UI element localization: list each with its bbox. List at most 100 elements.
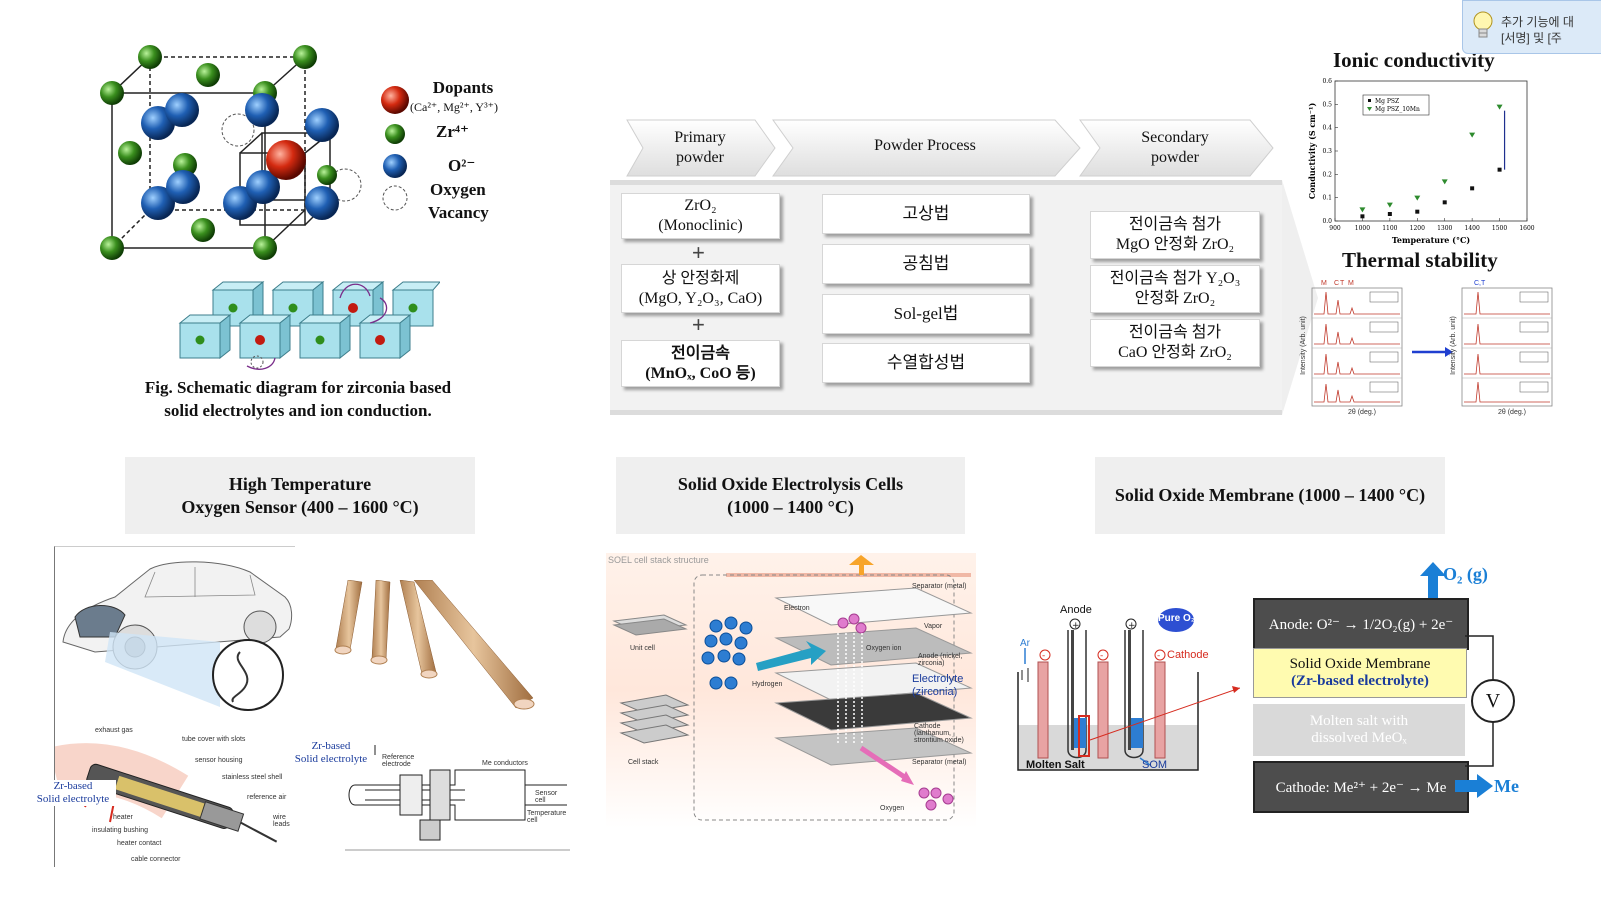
figure-caption-1: Fig. Schematic diagram for zirconia base… — [98, 378, 498, 398]
y-tick-label: 0.6 — [1322, 78, 1332, 85]
secondary-mgo-box: 전이금속 첨가 MgO 안정화 ZrO₂ — [1090, 211, 1260, 259]
fluorite-lattice — [90, 35, 380, 275]
label-wire-leads: wire leads — [273, 814, 293, 828]
zro2-label: ZrO₂ — [684, 196, 716, 216]
zr-label: Zr⁴⁺ — [436, 122, 469, 142]
anode-reaction-box: Anode: O²⁻ → 1/2O₂(g) + 2e⁻ — [1253, 598, 1469, 650]
x-tick-label: 1200 — [1410, 225, 1425, 232]
x-axis-label: Temperature (°C) — [1392, 235, 1470, 245]
x-tick-label: 1500 — [1492, 225, 1507, 232]
legend-label-mgpsz-10mn: Mg PSZ_10Mn — [1375, 106, 1420, 113]
dopant-legend-icon — [381, 86, 409, 114]
thermal-xlabel-left: 2θ (deg.) — [1348, 409, 1376, 416]
som-label: SOM — [1142, 759, 1167, 771]
sensor-schematic: Reference electrode Me conductors Sensor… — [345, 740, 570, 860]
x-tick-label: 1100 — [1382, 225, 1397, 232]
header-secondary-powder: Secondary powder — [1130, 128, 1220, 168]
peak-label-m1: M — [1321, 280, 1327, 287]
point-mgpsz — [1388, 212, 1392, 216]
y-tick-label: 0.0 — [1322, 218, 1332, 225]
voltmeter-circle: V — [1471, 679, 1515, 723]
vacancy-label-2: Vacancy — [428, 203, 489, 223]
method-coprecipitation-box: 공침법 — [822, 244, 1030, 284]
o-label: O²⁻ — [448, 156, 475, 176]
voltmeter-label: V — [1486, 690, 1500, 713]
label-temperature-cell: Temperature cell — [527, 810, 567, 824]
label-heater-contact: heater contact — [117, 840, 161, 847]
method-hydrothermal-box: 수열합성법 — [822, 343, 1030, 383]
stabilizer-oxides: (MgO, Y₂O₃, CaO) — [639, 289, 762, 309]
sensor-title-banner: High Temperature Oxygen Sensor (400 – 16… — [125, 457, 475, 534]
thermal-ylabel-left: Intensity (Arb. unit) — [1300, 316, 1307, 375]
secondary-cao-line1: 전이금속 첨가 — [1129, 323, 1221, 343]
label-me-conductors: Me conductors — [482, 760, 528, 767]
label-steel-shell: stainless steel shell — [222, 774, 282, 781]
me-label: Me — [1494, 776, 1519, 797]
tooltip-popup: 추가 기능에 대 [서명] 및 [주 — [1462, 0, 1601, 54]
label-cable-connector: cable connector — [131, 856, 180, 863]
label-oxygen: Oxygen — [880, 805, 904, 812]
label-electrolyte-1: Electrolyte — [912, 673, 963, 686]
membrane-box: Solid Oxide Membrane (Zr-based electroly… — [1253, 648, 1467, 698]
som-anode-label: Anode — [1060, 604, 1092, 616]
molten-line-1: Molten salt with — [1310, 713, 1408, 730]
method-sol-gel: Sol-gel법 — [894, 304, 959, 324]
atom-legend: Dopants (Ca²⁺, Mg²⁺, Y³⁺) Zr⁴⁺ O²⁻ Oxyge… — [378, 78, 538, 238]
crystal-structure-figure — [90, 35, 380, 275]
point-mgpsz — [1470, 186, 1474, 190]
secondary-mgo-line1: 전이금속 첨가 — [1129, 215, 1221, 235]
label-separator-top: Separator (metal) — [912, 583, 966, 590]
som-pure-o2-label: Pure O₂ — [1158, 613, 1195, 624]
transition-metal-label: 전이금속 — [671, 344, 730, 364]
oxygen-sensor-illustration: exhaust gas tube cover with slots sensor… — [54, 546, 295, 867]
point-mgpsz — [1443, 200, 1447, 204]
svg-text:-: - — [1100, 651, 1103, 661]
som-title-banner: Solid Oxide Membrane (1000 – 1400 °C) — [1095, 457, 1445, 534]
y-tick-label: 0.4 — [1322, 125, 1332, 132]
x-tick-label: 1000 — [1355, 225, 1370, 232]
zirconia-tubes-photo — [328, 580, 548, 730]
secondary-cao-line2: CaO 안정화 ZrO₂ — [1118, 343, 1232, 363]
molten-salt-box: Molten salt with dissolved MeOₓ — [1253, 704, 1465, 756]
y-tick-label: 0.5 — [1322, 101, 1332, 108]
label-heater: heater — [113, 814, 133, 821]
x-tick-label: 1300 — [1437, 225, 1452, 232]
label-electron: Electron — [784, 605, 810, 612]
x-tick-label: 1400 — [1465, 225, 1480, 232]
primary-stabilizer-box: 상 안정화제 (MgO, Y₂O₃, CaO) — [621, 264, 780, 313]
label-oxygen-ion: Oxygen ion — [866, 645, 901, 652]
thermal-title: Thermal stability — [1342, 248, 1498, 273]
label-unit-cell: Unit cell — [630, 645, 655, 652]
header-primary-powder: Primary powder — [660, 128, 740, 168]
zr-electrolyte-label-1: Zr-based Solid electrolyte — [30, 780, 116, 806]
label-sensor-housing: sensor housing — [195, 757, 242, 764]
method-sol-gel-box: Sol-gel법 — [822, 294, 1030, 334]
thermal-xrd-figure: M C T M C,T Intensity (Arb. unit) Intens… — [1300, 278, 1560, 418]
membrane-line-2: (Zr-based electrolyte) — [1291, 673, 1429, 690]
secondary-cao-box: 전이금속 첨가 CaO 안정화 ZrO₂ — [1090, 319, 1260, 367]
label-electrolyte: Electrolyte (zirconia) — [912, 673, 963, 699]
lightbulb-icon — [1471, 9, 1495, 43]
anode-reaction: Anode: O²⁻ → 1/2O₂(g) + 2e⁻ — [1269, 615, 1453, 634]
label-hydrogen: Hydrogen — [752, 681, 782, 688]
som-cathode-label: Cathode — [1167, 649, 1209, 661]
vacancy-label-1: Oxygen — [430, 180, 486, 200]
primary-zro2-box: ZrO₂ (Monoclinic) — [621, 193, 780, 239]
method-coprecipitation: 공침법 — [903, 254, 950, 274]
som-ar-label: Ar — [1020, 638, 1030, 649]
method-hydrothermal: 수열합성법 — [887, 353, 965, 373]
membrane-line-1: Solid Oxide Membrane — [1290, 656, 1431, 673]
method-solid-state-box: 고상법 — [822, 194, 1030, 234]
secondary-y2o3-line2: 안정화 ZrO₂ — [1135, 289, 1215, 309]
peak-label-t: T — [1340, 280, 1344, 287]
plus-sign-2: + — [692, 312, 705, 338]
label-cell-stack: Cell stack — [628, 759, 658, 766]
secondary-mgo-line2: MgO 안정화 ZrO₂ — [1116, 235, 1234, 255]
point-mgpsz — [1360, 214, 1364, 218]
cathode-reaction-box: Cathode: Me²⁺ + 2e⁻ → Me — [1253, 761, 1469, 813]
y-tick-label: 0.1 — [1322, 195, 1332, 202]
label-insulating-bushing: insulating bushing — [92, 827, 148, 834]
label-vapor: Vapor — [924, 623, 942, 630]
figure-caption-2: solid electrolytes and ion conduction. — [98, 401, 498, 421]
